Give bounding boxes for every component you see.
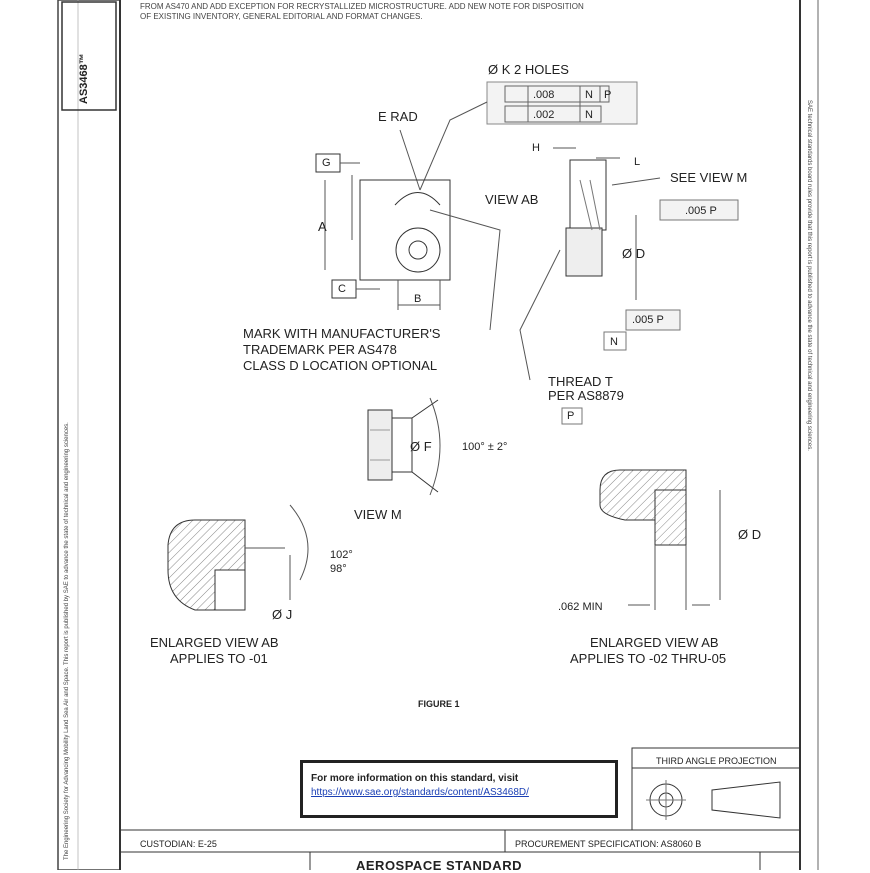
top-view [315,81,638,331]
dim-b: B [414,293,422,305]
view-ab-label: VIEW AB [485,192,539,207]
revision-notes-line2: OF EXISTING INVENTORY, GENERAL EDITORIAL… [140,12,423,21]
thread-datum-p: P [567,410,575,422]
e-rad-label: E RAD [378,109,418,124]
fcf-top: .005 P [685,205,717,217]
dim-f: Ø F [410,439,432,454]
dim-l: L [634,156,641,168]
thread-note-line2: PER AS8879 [548,388,624,403]
enlarged-view-left [167,504,309,611]
left-margin-fine-print: The Engineering Society for Advancing Mo… [64,422,70,860]
mark-note-line1: MARK WITH MANUFACTURER'S [243,326,441,341]
hole-callout: Ø K 2 HOLES [488,62,569,77]
custodian-code: CUSTODIAN: E-25 [140,839,217,849]
enlarged-right-caption-line2: APPLIES TO -02 THRU-05 [570,651,727,666]
enlarged-right-caption-line1: ENLARGED VIEW AB [590,635,719,650]
angle-lo: 98° [330,563,347,575]
revision-notes: FROM AS470 AND ADD EXCEPTION FOR RECRYST… [140,2,584,22]
revision-notes-line1: FROM AS470 AND ADD EXCEPTION FOR RECRYST… [140,2,584,11]
standard-link[interactable]: https://www.sae.org/standards/content/AS… [311,787,529,798]
view-m [367,397,441,496]
enlarged-right-dim-d: Ø D [738,527,762,542]
fcf-row2-value: .002 [533,109,555,121]
side-dim-d: Ø D [622,246,646,261]
dim-h: H [532,142,540,154]
dim-a: A [318,219,327,234]
thread-note-line1: THREAD T [548,374,613,389]
min-dim: .062 MIN [558,601,603,613]
doc-number-box [61,1,117,111]
fcf-row1-value: .008 [533,89,555,101]
fcf-row1-datum-p: P [604,89,612,101]
projection-label: THIRD ANGLE PROJECTION [656,756,777,766]
side-view [519,147,739,425]
angle-hi: 102° [330,549,353,561]
info-text: For more information on this standard, v… [311,773,519,784]
view-m-label: VIEW M [354,507,402,522]
doc-number: AS3468™ [78,53,90,104]
dim-g: G [322,157,331,169]
mark-note-line3: CLASS D LOCATION OPTIONAL [243,358,438,373]
figure-label: FIGURE 1 [418,699,460,709]
side-datum-n: N [610,336,618,348]
title-block [120,829,800,870]
fcf-row1-datum-n: N [585,89,593,101]
fcf-bottom: .005 P [632,314,664,326]
projection-cone-icon [711,781,781,819]
enlarged-left-caption-line2: APPLIES TO -01 [170,651,268,666]
see-view-m: SEE VIEW M [670,170,748,185]
view-m-angle: 100° ± 2° [462,441,508,453]
fcf-row2-datum-n: N [585,109,593,121]
standard-title: AEROSPACE STANDARD [356,858,522,873]
fcf-box [486,81,638,125]
enlarged-view-right [599,469,721,610]
dim-j: Ø J [272,607,293,622]
mark-note-line2: TRADEMARK PER AS478 [243,342,397,357]
procurement-spec: PROCUREMENT SPECIFICATION: AS8060 B [515,839,702,849]
right-margin-fine-print: SAE technical standards board rules prov… [806,100,812,451]
info-box: For more information on this standard, v… [300,760,618,818]
dim-c: C [338,283,346,295]
enlarged-left-caption-line1: ENLARGED VIEW AB [150,635,279,650]
